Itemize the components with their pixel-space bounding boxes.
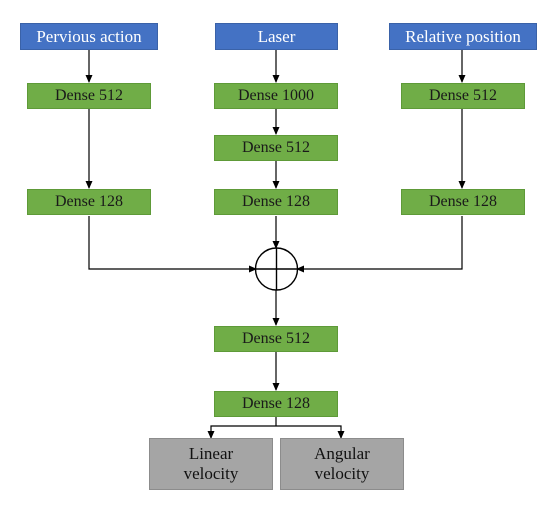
middle-dense-128: Dense 128: [214, 189, 338, 215]
left-dense-128: Dense 128: [27, 189, 151, 215]
input-previous-action: Pervious action: [20, 23, 158, 50]
arrow-to-angular-velocity: [276, 425, 345, 439]
right-dense-512: Dense 512: [401, 83, 525, 109]
left-dense-512: Dense 512: [27, 83, 151, 109]
middle-dense-1000: Dense 1000: [214, 83, 338, 109]
trunk-dense-128: Dense 128: [214, 391, 338, 417]
input-laser: Laser: [215, 23, 338, 50]
arrow-to-linear-velocity: [207, 425, 276, 439]
sum-node-icon: [254, 247, 299, 291]
output-angular-velocity: Angular velocity: [280, 438, 404, 490]
arrow-left-to-sum: [88, 216, 257, 273]
input-relative-position: Relative position: [389, 23, 537, 50]
arrow-right-to-sum: [296, 216, 463, 273]
trunk-dense-512: Dense 512: [214, 326, 338, 352]
output-linear-velocity: Linear velocity: [149, 438, 273, 490]
right-dense-128: Dense 128: [401, 189, 525, 215]
middle-dense-512: Dense 512: [214, 135, 338, 161]
